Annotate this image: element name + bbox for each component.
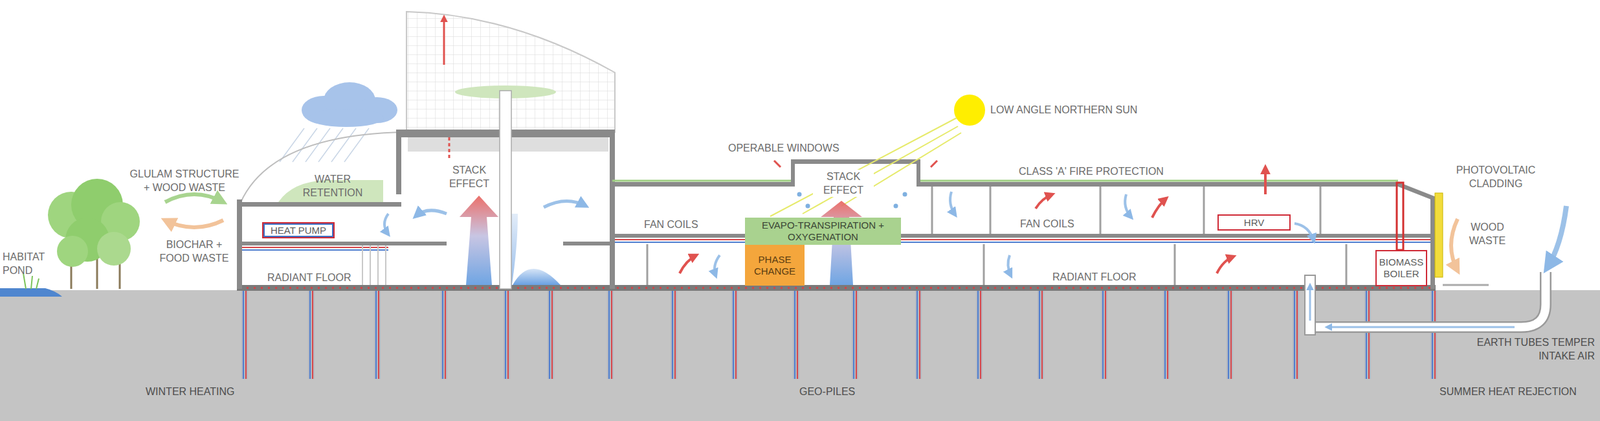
annotation-label: HABITAT POND xyxy=(2,249,54,278)
node-label: HEAT PUMP xyxy=(270,224,327,237)
annotation-label: WINTER HEATING xyxy=(145,384,256,399)
annotation-label: FAN COILS xyxy=(644,217,716,232)
node-label: HRV xyxy=(1244,216,1265,229)
node-label: EVAPO-TRANSPIRATION + OXYGENATION xyxy=(747,219,899,243)
annotation-label: EARTH TUBES TEMPER INTAKE AIR xyxy=(1468,335,1595,363)
node-label: PHASE CHANGE xyxy=(747,253,802,278)
annotation-label: CLASS 'A' FIRE PROTECTION xyxy=(1018,164,1200,178)
thermal-mass-box: PHASE CHANGE xyxy=(744,244,805,286)
annotation-label: OPERABLE WINDOWS xyxy=(728,141,858,155)
annotation-label: WOOD WASTE xyxy=(1462,220,1512,248)
annotation-label: RADIANT FLOOR xyxy=(1052,269,1156,284)
node-label: BIOMASS BOILER xyxy=(1379,256,1424,280)
annotation-label: WATER RETENTION xyxy=(294,172,371,200)
annotation-label: GLULAM STRUCTURE + WOOD WASTE xyxy=(125,166,244,195)
annotation-label: RADIANT FLOOR xyxy=(267,270,371,285)
annotation-label: BIOCHAR + FOOD WASTE xyxy=(155,237,234,265)
annotation-label: GEO-PILES xyxy=(799,384,871,399)
equipment-box: BIOMASS BOILER xyxy=(1375,249,1428,287)
equipment-box: HEAT PUMP xyxy=(262,222,335,239)
annotation-label: PHOTOVOLTAIC CLADDING xyxy=(1447,163,1545,191)
annotation-label: STACK EFFECT xyxy=(812,169,874,197)
annotation-label: LOW ANGLE NORTHERN SUN xyxy=(990,102,1198,117)
annotation-label: STACK EFFECT xyxy=(441,163,498,191)
planting-band: EVAPO-TRANSPIRATION + OXYGENATION xyxy=(744,217,901,245)
annotation-label: SUMMER HEAT REJECTION xyxy=(1439,384,1595,399)
equipment-box: HRV xyxy=(1217,214,1291,231)
annotation-label: FAN COILS xyxy=(1020,216,1092,231)
